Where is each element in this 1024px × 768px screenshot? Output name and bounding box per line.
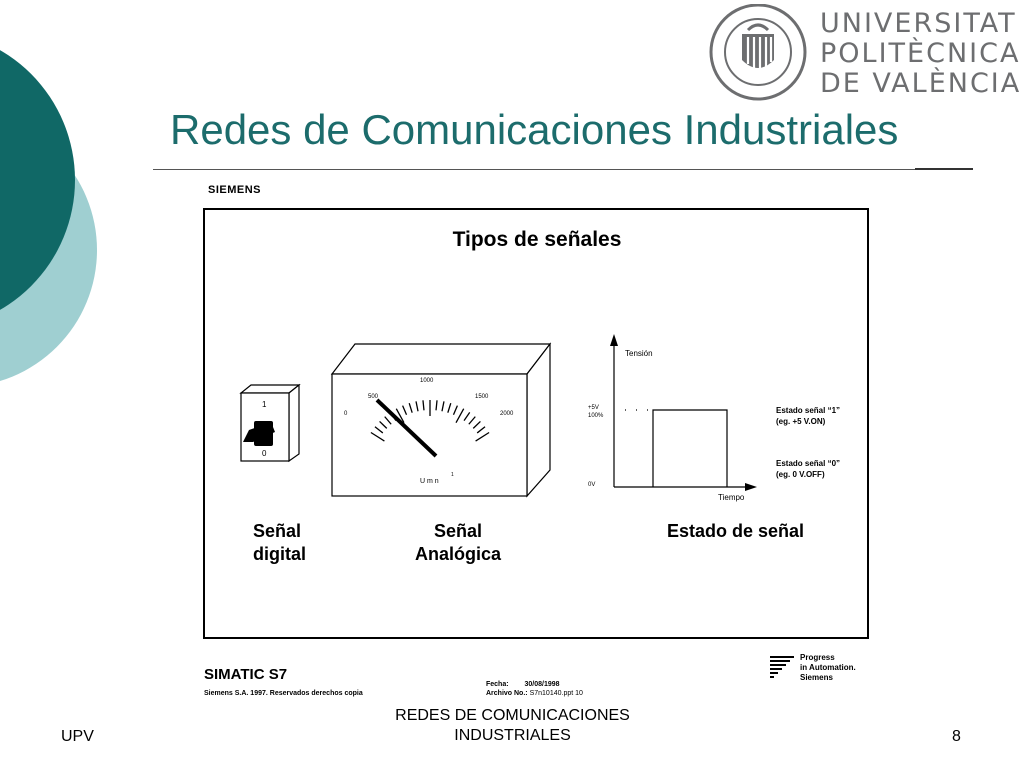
- figure-heading: Tipos de señales: [452, 228, 622, 251]
- decorative-circles: [0, 50, 97, 381]
- siemens-brand: SIEMENS: [208, 184, 262, 196]
- meter-unit: U m n: [420, 478, 439, 485]
- caption-digital-line-1: Señal: [253, 521, 302, 541]
- date-line: Fecha: 30/08/1998: [486, 681, 560, 688]
- meter-tick: [468, 416, 476, 425]
- meter-tick: [441, 401, 445, 412]
- meter-tick-label-1500: 1500: [475, 394, 489, 400]
- analog-meter-icon: [330, 342, 552, 498]
- footer-course-line-2: INDUSTRIALES: [454, 727, 571, 744]
- progress-line-1: Progress: [800, 653, 835, 662]
- plot-x-axis-label: Tiempo: [718, 493, 745, 502]
- university-name-line-3: DE VALÈNCIA: [820, 68, 1022, 99]
- university-name-line-2: POLITÈCNICA: [820, 38, 1021, 69]
- plot-y-axis-label: Tensión: [625, 349, 653, 358]
- progress-line-3: Siemens: [800, 673, 833, 682]
- date-value: 30/08/1998: [524, 681, 560, 688]
- university-name-line-1: UNIVERSITAT: [820, 8, 1017, 39]
- copyright-notice: Siemens S.A. 1997. Reservados derechos c…: [204, 690, 363, 697]
- meter-tick: [408, 402, 413, 413]
- meter-tick-label-0: 0: [344, 411, 348, 417]
- progress-slogan: Progress in Automation. Siemens: [800, 653, 856, 683]
- caption-analog-line-2: Analógica: [414, 544, 502, 564]
- meter-tick: [476, 426, 486, 434]
- meter-tick-label-1000: 1000: [420, 378, 434, 384]
- meter-tick-label-500: 500: [368, 394, 379, 400]
- file-value: S7n10140.ppt 10: [529, 690, 583, 697]
- meter-unit-suffix: 1: [451, 472, 454, 478]
- caption-estado: Estado de señal: [667, 521, 805, 541]
- state-0-label: Estado señal “0”: [776, 459, 840, 468]
- title-divider-accent: [915, 168, 973, 170]
- meter-tick: [370, 431, 385, 442]
- footer-org: UPV: [61, 728, 94, 745]
- title-divider: [153, 169, 973, 170]
- meter-tick: [435, 400, 438, 411]
- meter-tick: [447, 402, 452, 413]
- meter-tick: [463, 411, 471, 421]
- meter-tick: [422, 400, 425, 411]
- caption-digital: Señal digital: [253, 520, 306, 566]
- signal-state-plot: [610, 334, 757, 491]
- switch-label-on: 1: [262, 400, 267, 409]
- plot-level-high: +5V: [588, 405, 599, 411]
- footer-course-line-1: REDES DE COMUNICACIONES: [395, 707, 630, 724]
- upv-seal-icon: [709, 4, 807, 101]
- meter-tick: [415, 401, 419, 412]
- file-label: Archivo No.:: [486, 690, 528, 697]
- caption-analog-line-1: Señal: [433, 521, 483, 541]
- footer-course: REDES DE COMUNICACIONES INDUSTRIALES: [370, 706, 655, 746]
- state-1-example: (eg. +5 V.ON): [776, 417, 826, 426]
- slide-title: Redes de Comunicaciones Industriales: [170, 106, 899, 153]
- meter-tick: [374, 426, 384, 434]
- page-number: 8: [952, 728, 961, 745]
- meter-tick: [475, 431, 490, 442]
- progress-line-2: in Automation.: [800, 663, 856, 672]
- state-0-example: (eg. 0 V.OFF): [776, 470, 825, 479]
- meter-tick: [455, 408, 465, 423]
- plot-level-percent: 100%: [588, 413, 604, 419]
- siemens-progress-icon: [768, 652, 796, 680]
- file-line: Archivo No.: S7n10140.ppt 10: [486, 690, 583, 697]
- figure-frame: Tipos de señales 1 0 0 500 1000 1500 200…: [203, 208, 869, 639]
- meter-tick: [472, 420, 481, 429]
- plot-level-low: 0V: [588, 482, 595, 488]
- meter-tick: [402, 405, 408, 416]
- meter-tick-label-2000: 2000: [500, 411, 514, 417]
- caption-analog: Señal Analógica: [408, 520, 508, 566]
- meter-tick: [452, 405, 458, 416]
- toggle-switch-icon: [239, 383, 301, 463]
- switch-label-off: 0: [262, 449, 267, 458]
- product-name: SIMATIC S7: [204, 666, 288, 683]
- date-label: Fecha:: [486, 681, 509, 688]
- meter-tick: [395, 408, 405, 423]
- caption-digital-line-2: digital: [253, 544, 306, 564]
- upv-logo: UNIVERSITAT POLITÈCNICA DE VALÈNCIA: [708, 4, 1019, 104]
- meter-tick: [384, 416, 392, 425]
- meter-tick: [379, 420, 388, 429]
- state-1-label: Estado señal “1”: [776, 406, 840, 415]
- signal-illustration: 1 0 0 500 1000 1500 2000 U m n 1 Tensión…: [239, 334, 840, 502]
